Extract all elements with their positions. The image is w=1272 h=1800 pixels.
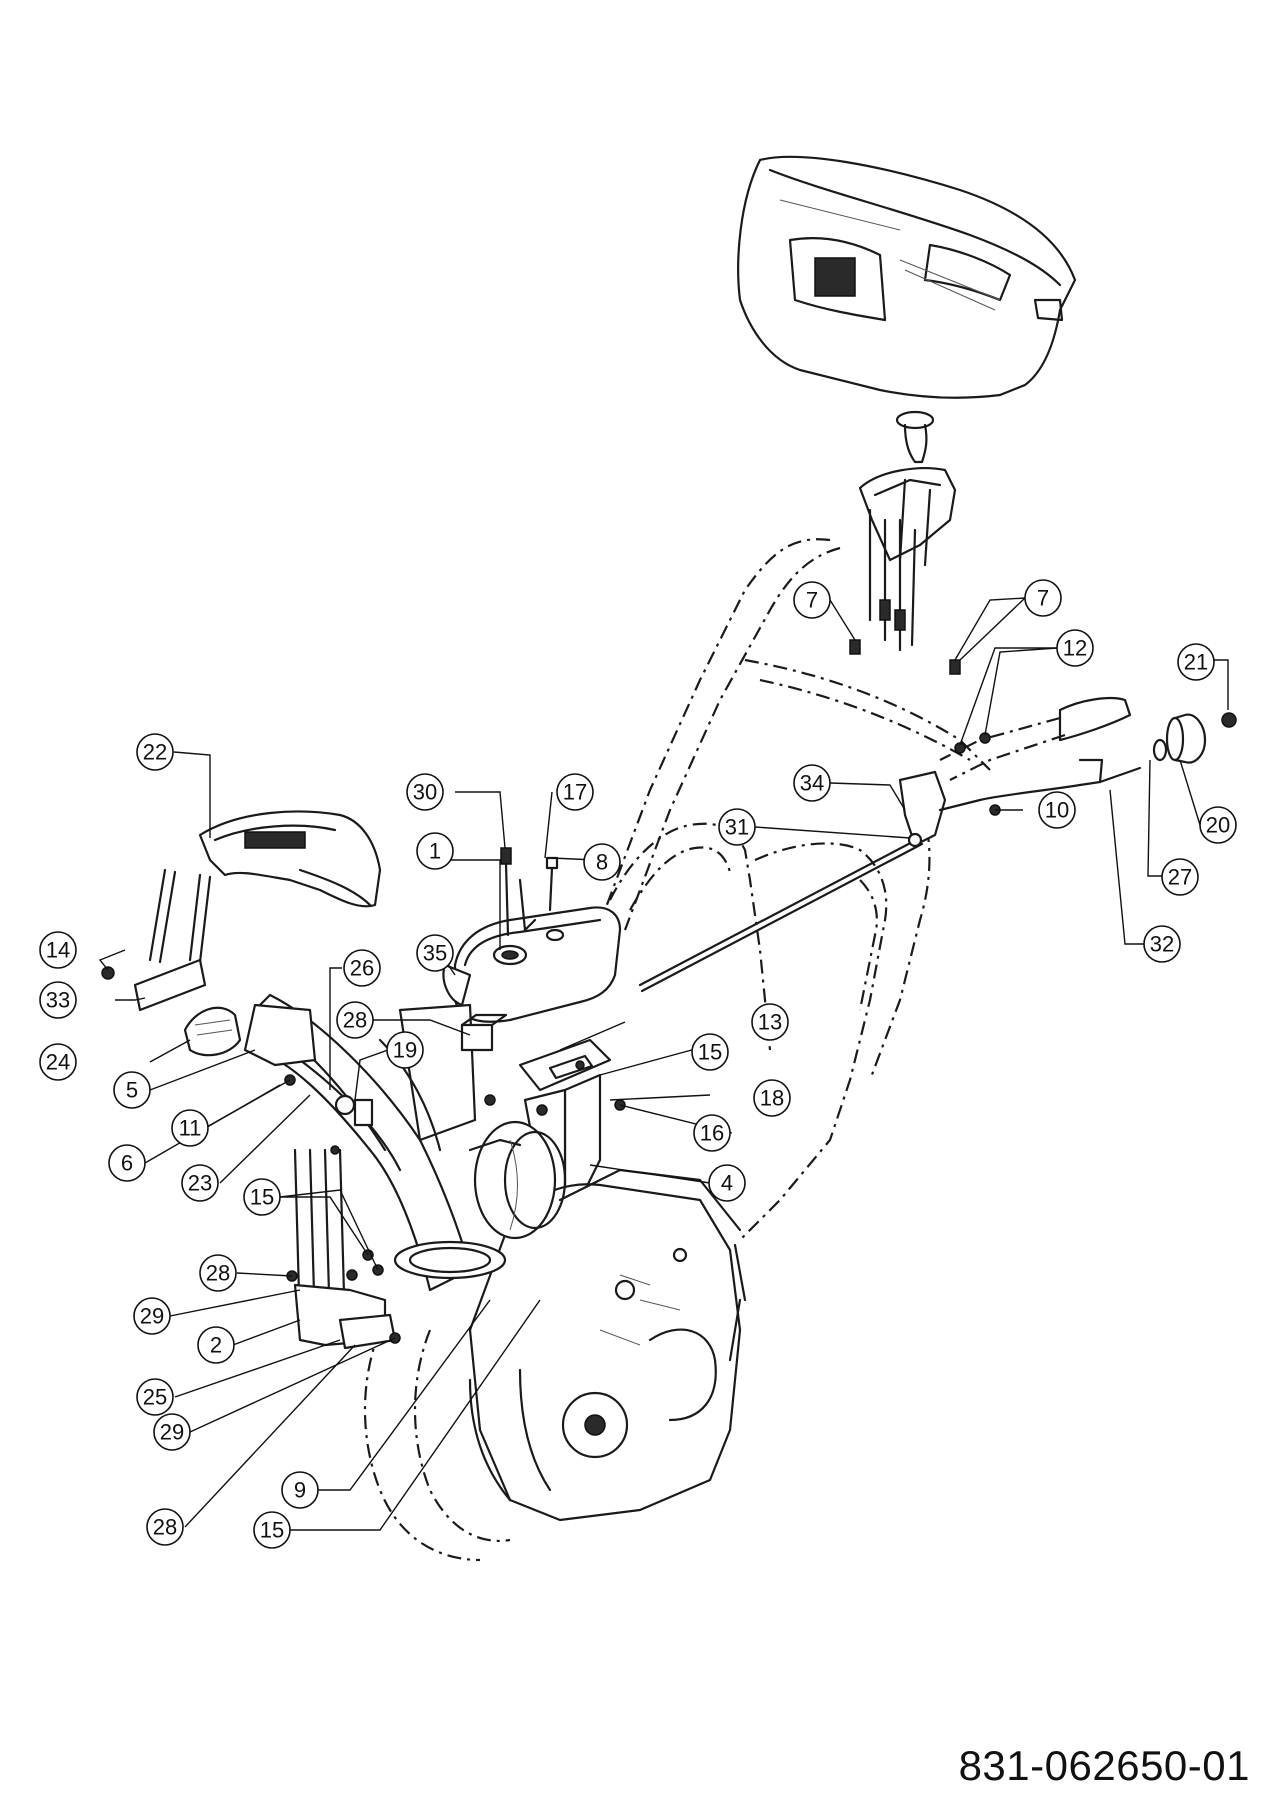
callout-19: 19: [386, 1031, 424, 1069]
callout-2: 2: [197, 1326, 235, 1364]
callout-33: 33: [39, 981, 77, 1019]
callout-9: 9: [281, 1471, 319, 1509]
callout-18: 18: [753, 1079, 791, 1117]
chute-rods: [286, 1145, 401, 1350]
svg-text:4: 4: [721, 1171, 733, 1196]
svg-text:28: 28: [206, 1261, 230, 1286]
svg-text:29: 29: [160, 1420, 184, 1445]
svg-text:32: 32: [1150, 932, 1174, 957]
svg-text:6: 6: [121, 1151, 133, 1176]
svg-text:12: 12: [1063, 636, 1087, 661]
chute-deflector: [198, 810, 382, 908]
callout-34: 34: [793, 764, 831, 802]
callout-11: 11: [171, 1109, 209, 1147]
svg-text:7: 7: [1037, 586, 1049, 611]
svg-text:7: 7: [806, 588, 818, 613]
fasteners: [284, 732, 1001, 1281]
callout-27: 27: [1161, 858, 1199, 896]
callout-28a: 28: [336, 1001, 374, 1039]
callout-7b: 7: [1024, 579, 1062, 617]
callout-25: 25: [136, 1378, 174, 1416]
gear-cover: [442, 906, 622, 1023]
svg-text:29: 29: [140, 1304, 164, 1329]
svg-text:9: 9: [294, 1478, 306, 1503]
svg-text:25: 25: [143, 1385, 167, 1410]
dashboard-console: [737, 155, 1077, 399]
svg-text:11: 11: [179, 1116, 202, 1141]
callout-14: 14: [39, 931, 77, 969]
svg-text:8: 8: [596, 850, 608, 875]
upper-handle: [588, 538, 1132, 961]
callout-32: 32: [1143, 925, 1181, 963]
svg-text:33: 33: [46, 988, 70, 1013]
svg-text:34: 34: [800, 771, 824, 796]
callout-30: 30: [406, 773, 444, 811]
callout-5: 5: [113, 1071, 151, 1109]
callout-16: 16: [693, 1114, 731, 1152]
callout-28c: 28: [146, 1508, 184, 1546]
callout-28b: 28: [199, 1254, 237, 1292]
svg-text:5: 5: [126, 1078, 138, 1103]
part-number-label: 831-062650-01: [958, 1742, 1250, 1789]
svg-text:27: 27: [1168, 865, 1192, 890]
svg-text:30: 30: [413, 780, 437, 805]
svg-text:28: 28: [343, 1008, 367, 1033]
callout-31: 31: [718, 808, 756, 846]
svg-text:16: 16: [700, 1121, 724, 1146]
callout-35: 35: [416, 934, 454, 972]
callout-15b: 15: [243, 1178, 281, 1216]
svg-text:17: 17: [563, 780, 587, 805]
callout-1: 1: [416, 832, 454, 870]
callout-7a: 7: [793, 581, 831, 619]
callout-15a: 15: [691, 1033, 729, 1071]
svg-text:31: 31: [725, 815, 749, 840]
svg-text:22: 22: [143, 740, 167, 765]
callout-26: 26: [343, 949, 381, 987]
shift-lever-assembly: [849, 410, 961, 675]
callout-6: 6: [108, 1144, 146, 1182]
chute-crank-rod: [638, 758, 1104, 993]
callout-bubbles: 1 2 4 5 6 7 7 8 9 10 11 12 13 14 15 15 1…: [39, 579, 1237, 1549]
discharge-chute: [243, 993, 507, 1292]
callout-23: 23: [181, 1164, 219, 1202]
callout-29b: 29: [153, 1413, 191, 1451]
svg-text:28: 28: [153, 1515, 177, 1540]
callout-21: 21: [1177, 643, 1215, 681]
svg-text:23: 23: [188, 1171, 212, 1196]
svg-text:2: 2: [210, 1333, 222, 1358]
callout-13: 13: [751, 1003, 789, 1041]
svg-text:14: 14: [46, 938, 70, 963]
svg-text:21: 21: [1184, 650, 1208, 675]
svg-text:15: 15: [698, 1040, 722, 1065]
svg-text:15: 15: [260, 1518, 284, 1543]
callout-15c: 15: [253, 1511, 291, 1549]
deflector-control: [101, 868, 242, 1057]
svg-text:26: 26: [350, 956, 374, 981]
callout-10: 10: [1038, 791, 1076, 829]
svg-text:20: 20: [1206, 813, 1230, 838]
svg-text:35: 35: [423, 941, 447, 966]
svg-text:1: 1: [429, 839, 441, 864]
impeller-housing: [468, 1120, 567, 1240]
svg-text:10: 10: [1045, 798, 1069, 823]
callout-17: 17: [556, 773, 594, 811]
svg-text:18: 18: [760, 1086, 784, 1111]
callout-29a: 29: [133, 1297, 171, 1335]
svg-text:19: 19: [393, 1038, 417, 1063]
svg-text:24: 24: [46, 1050, 70, 1075]
crank-knob-hardware: [1098, 712, 1237, 784]
callout-24: 24: [39, 1043, 77, 1081]
auger-housing: [363, 1168, 747, 1562]
svg-text:13: 13: [758, 1010, 782, 1035]
callout-4: 4: [708, 1164, 746, 1202]
callout-22: 22: [136, 733, 174, 771]
callout-12: 12: [1056, 629, 1094, 667]
svg-text:15: 15: [250, 1185, 274, 1210]
callout-8: 8: [583, 843, 621, 881]
callout-20: 20: [1199, 806, 1237, 844]
